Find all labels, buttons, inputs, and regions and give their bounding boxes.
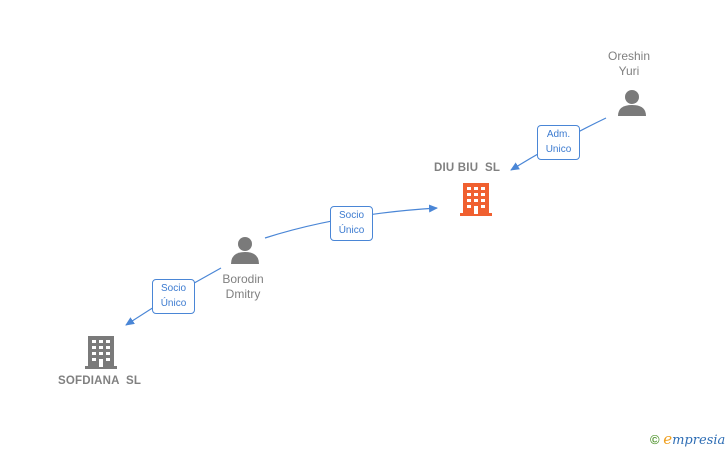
- node-label-sofdiana[interactable]: SOFDIANA SL: [58, 375, 142, 387]
- node-label-line: Borodin: [222, 272, 264, 286]
- node-label-line: Yuri: [618, 64, 640, 78]
- person-icon[interactable]: [231, 237, 259, 264]
- edge-label-line: Adm.: [546, 129, 571, 140]
- building-icon[interactable]: [460, 183, 492, 216]
- node-label-diu-biu[interactable]: DIU BIU SL: [434, 162, 501, 174]
- edge-label-socio-unico-2[interactable]: Socio Único: [152, 279, 195, 314]
- edge-label-line: Único: [160, 298, 187, 309]
- edge-label-socio-unico-1[interactable]: Socio Único: [330, 206, 373, 241]
- node-label-borodin[interactable]: Borodin Dmitry: [214, 272, 272, 302]
- node-label-line: Oreshin: [607, 49, 651, 63]
- empresia-logo-initial: e: [663, 430, 673, 448]
- empresia-logo-text: mpresia: [672, 433, 726, 448]
- empresia-watermark: © empresia: [650, 430, 725, 448]
- edge-label-line: Unico: [545, 144, 572, 155]
- edge-label-line: Socio: [338, 210, 364, 221]
- building-icon[interactable]: [85, 336, 117, 369]
- node-label-oreshin[interactable]: Oreshin Yuri: [600, 49, 658, 79]
- copyright-icon: ©: [650, 432, 660, 447]
- node-label-line: Dmitry: [225, 287, 261, 301]
- edge-label-line: Único: [338, 225, 365, 236]
- person-icon[interactable]: [618, 90, 646, 116]
- edge-label-line: Socio: [160, 283, 186, 294]
- edge-label-adm-unico[interactable]: Adm. Unico: [537, 125, 580, 160]
